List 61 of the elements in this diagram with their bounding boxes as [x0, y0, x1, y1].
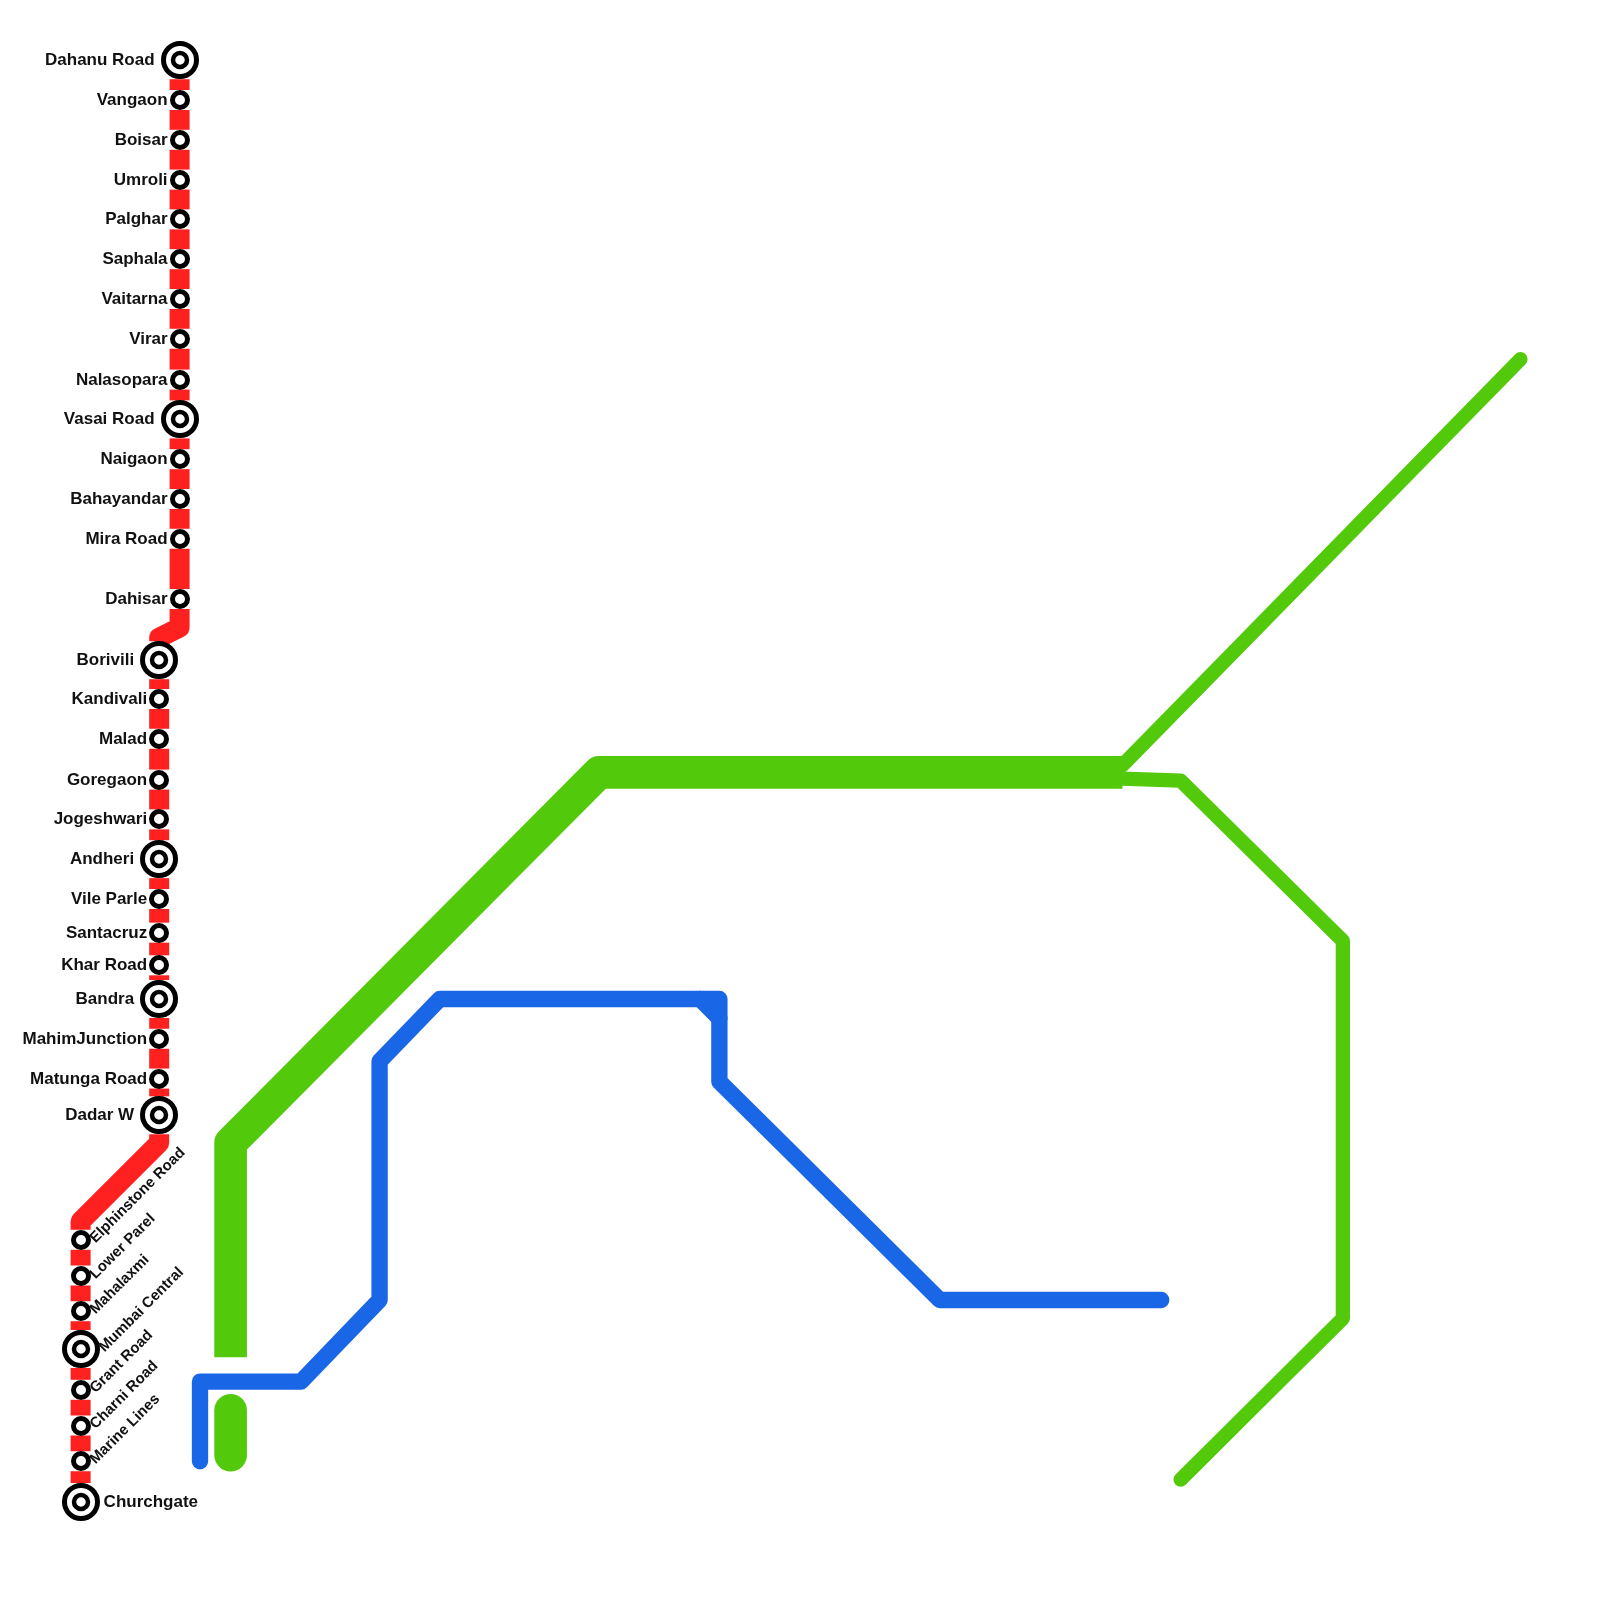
rail-line: [169, 438, 190, 450]
rail-line: [149, 709, 170, 729]
rail-line: [169, 149, 190, 170]
rail-line: [149, 878, 170, 889]
rail-line: [149, 909, 170, 923]
rail-line: [169, 509, 190, 529]
station-label: Palghar: [105, 209, 168, 230]
station-label: Boisar: [114, 129, 168, 150]
station-label: Vaitarna: [101, 288, 168, 309]
rail-line: [70, 1435, 91, 1452]
station-label: Vasai Road: [63, 409, 155, 430]
station-label: Churchgate: [103, 1492, 199, 1513]
station-label: Malad: [99, 728, 148, 749]
rail-line: [169, 189, 190, 210]
rail-line: [70, 1399, 91, 1416]
rail-line: [149, 748, 170, 770]
station-label: Andheri: [69, 849, 135, 870]
station-label: Nalasopara: [75, 369, 168, 390]
station-label: Santacruz: [65, 922, 148, 943]
station-label: Naigaon: [100, 449, 168, 470]
station-label: Bandra: [75, 988, 135, 1009]
station-label: Khar Road: [61, 955, 148, 976]
station-label: Virar: [129, 328, 168, 349]
station-label: Kandivali: [71, 688, 148, 709]
rail-line: [149, 1048, 170, 1069]
station-label: Mira Road: [85, 528, 168, 549]
rail-line: [169, 389, 190, 401]
station-label: Jogeshwari: [53, 809, 148, 830]
rail-line: [70, 1285, 91, 1302]
rail-line: [70, 1368, 91, 1380]
rail-line: [169, 229, 190, 250]
rail-line: [149, 942, 170, 956]
rail-line: [169, 548, 190, 589]
station-label: Matunga Road: [30, 1068, 148, 1089]
rail-line: [70, 1132, 170, 1232]
station-label: Vangaon: [96, 90, 168, 110]
rail-line: [169, 309, 190, 329]
rail-line: [149, 1088, 170, 1097]
station-label: Borivili: [76, 650, 135, 671]
station-label: Dahisar: [105, 588, 168, 609]
rail-line: [169, 110, 190, 130]
station-label: Bahayandar: [70, 488, 168, 509]
rail-line: [169, 469, 190, 489]
rail-line: [149, 679, 170, 689]
station-label: Saphala: [102, 249, 168, 270]
rail-line: [70, 1249, 91, 1266]
station-label: Goregaon: [66, 769, 148, 790]
rail-line: [169, 269, 190, 289]
station-label: Umroli: [113, 169, 168, 190]
rail-line: [149, 829, 170, 841]
rail-line: [169, 79, 190, 90]
station-label: MahimJunction: [22, 1028, 148, 1049]
rail-line: [149, 1018, 170, 1029]
rail-line: [169, 348, 190, 370]
station-label: Dahanu Road: [45, 50, 155, 71]
station-label: Dadar W: [65, 1105, 135, 1126]
rail-line: [149, 975, 170, 980]
station-label: Vile Parle: [70, 888, 148, 909]
rail-line: [149, 789, 170, 810]
rail-line: [70, 1321, 91, 1330]
rail-line: [70, 1471, 91, 1484]
